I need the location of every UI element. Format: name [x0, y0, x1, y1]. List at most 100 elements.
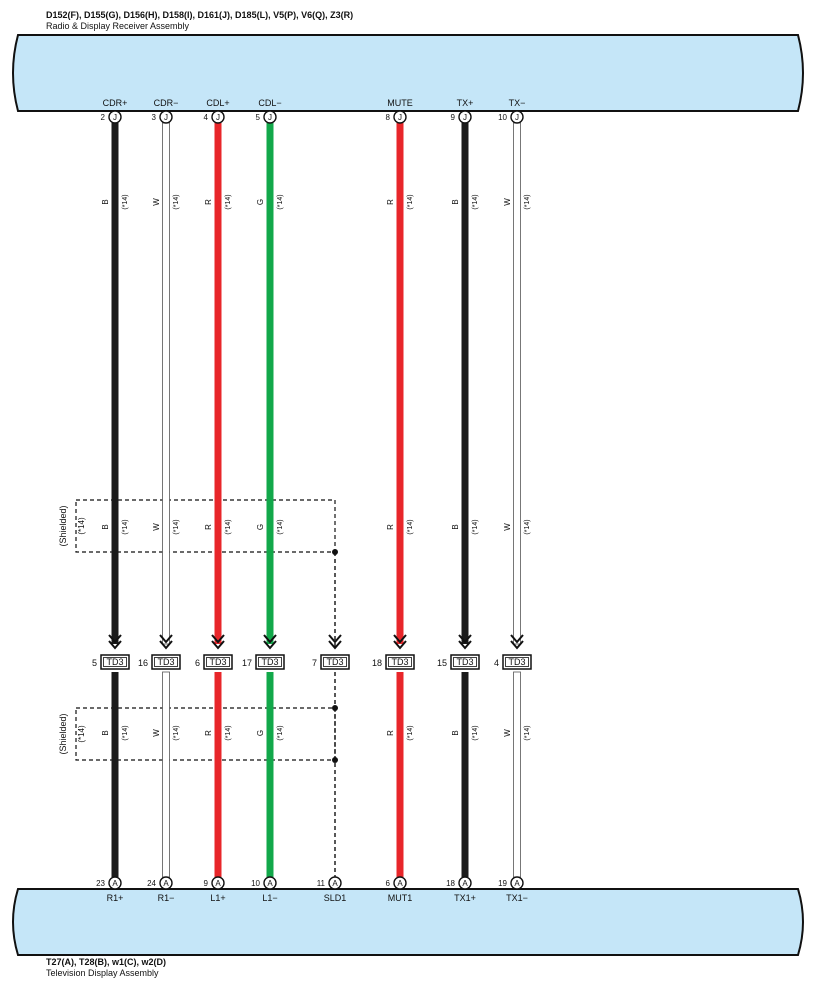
bottom-pin-number: 23 — [96, 879, 105, 888]
wire-color-label: R — [386, 199, 395, 205]
wire-gauge-label: (*14) — [472, 725, 479, 740]
wire-r — [396, 123, 404, 644]
wire-gauge-label: (*14) — [277, 519, 284, 534]
wire-gauge-label: (*14) — [277, 194, 284, 209]
junction-label: TD3 — [209, 657, 226, 667]
wire-color-label: W — [152, 523, 161, 531]
wire-b — [111, 672, 119, 877]
top-signal-label: TX− — [509, 98, 526, 108]
bottom-connector-pin — [458, 876, 472, 890]
shield-label: (Shielded) — [58, 713, 68, 754]
bottom-signal-label: R1− — [158, 893, 175, 903]
junction-box-inner — [206, 657, 230, 667]
bottom-connector-letter: A — [215, 879, 221, 888]
wire-w — [162, 671, 170, 878]
junction-pin-number: 7 — [312, 658, 317, 668]
bottom-signal-label: L1− — [262, 893, 277, 903]
shield-gauge-label: (*14) — [77, 517, 86, 535]
bottom-pin-number: 10 — [251, 879, 260, 888]
wire-gauge-label: (*14) — [524, 725, 531, 740]
bottom-connector-pin — [328, 876, 342, 890]
wire-gauge-label: (*14) — [524, 194, 531, 209]
junction-pin-number: 16 — [138, 658, 148, 668]
bottom-connector-letter: A — [332, 879, 338, 888]
junction-box-inner — [103, 657, 127, 667]
junction-arrow-icon — [393, 640, 407, 650]
wire-gauge-label: (*14) — [472, 194, 479, 209]
junction-pin-number: 4 — [494, 658, 499, 668]
junction-label: TD3 — [106, 657, 123, 667]
shield-label: (Shielded) — [58, 505, 68, 546]
junction-pin-number: 5 — [92, 658, 97, 668]
wire-gauge-label: (*14) — [472, 519, 479, 534]
wire-color-label: B — [101, 524, 110, 529]
junction-arrow-icon — [458, 634, 472, 644]
bottom-pin-number: 11 — [317, 879, 326, 888]
junction-box — [203, 654, 233, 670]
junction-label: TD3 — [157, 657, 174, 667]
bottom-connector-pin — [263, 876, 277, 890]
wire-gauge-label: (*14) — [122, 519, 129, 534]
wire-b — [461, 123, 469, 644]
wire-color-label: G — [256, 730, 265, 736]
top-pin-number: 4 — [204, 113, 209, 122]
junction-arrow-icon — [108, 634, 122, 644]
bottom-connector-letter: A — [397, 879, 403, 888]
junction-box-inner — [154, 657, 178, 667]
junction-arrow-icon — [458, 640, 472, 650]
top-signal-label: CDR+ — [103, 98, 128, 108]
wire-color-label: R — [204, 524, 213, 530]
junction-box — [151, 654, 181, 670]
junction-arrow-icon — [328, 634, 342, 644]
wire-g — [266, 123, 274, 644]
junction-label: TD3 — [391, 657, 408, 667]
junction-box-inner — [258, 657, 282, 667]
wire-color-label: W — [503, 729, 512, 737]
top-connector-pin — [211, 110, 225, 124]
bottom-signal-label: TX1+ — [454, 893, 476, 903]
bottom-connector-letter: A — [462, 879, 468, 888]
wire-gauge-label: (*14) — [122, 194, 129, 209]
wire-color-label: W — [152, 198, 161, 206]
bottom-signal-label: TX1− — [506, 893, 528, 903]
top-assembly-connectors: D152(F), D155(G), D156(H), D158(I), D161… — [46, 10, 354, 20]
top-connector-letter: J — [164, 113, 168, 122]
wire-g — [266, 672, 274, 877]
top-connector-letter: J — [216, 113, 220, 122]
top-connector-pin — [458, 110, 472, 124]
top-signal-label: CDR− — [154, 98, 179, 108]
wire-color-label: G — [256, 199, 265, 205]
bottom-pin-number: 24 — [147, 879, 156, 888]
bottom-connector-pin — [510, 876, 524, 890]
bottom-signal-label: R1+ — [107, 893, 124, 903]
wire-color-label: B — [451, 524, 460, 529]
wire-gauge-label: (*14) — [407, 519, 414, 534]
wire-color-label: B — [451, 199, 460, 204]
bottom-pin-number: 18 — [446, 879, 455, 888]
bottom-connector-letter: A — [267, 879, 273, 888]
junction-label: TD3 — [261, 657, 278, 667]
bottom-pin-number: 19 — [498, 879, 507, 888]
bottom-assembly-band — [12, 888, 804, 956]
bottom-connector-letter: A — [514, 879, 520, 888]
bottom-connector-pin — [393, 876, 407, 890]
wire-r — [214, 123, 222, 644]
shield-box — [75, 499, 336, 553]
junction-arrow-icon — [159, 640, 173, 650]
top-connector-pin — [108, 110, 122, 124]
wire-color-label: G — [256, 524, 265, 530]
top-assembly-name: Radio & Display Receiver Assembly — [46, 21, 190, 31]
bottom-connector-pin — [159, 876, 173, 890]
wire-r — [396, 672, 404, 877]
top-connector-letter: J — [463, 113, 467, 122]
wire-gauge-label: (*14) — [225, 725, 232, 740]
bottom-signal-label: SLD1 — [324, 893, 347, 903]
junction-box — [385, 654, 415, 670]
junction-box-inner — [505, 657, 529, 667]
wire-gauge-label: (*14) — [173, 725, 180, 740]
junction-arrow-icon — [159, 634, 173, 644]
wire-w — [513, 122, 521, 645]
shield-box — [75, 707, 336, 761]
bottom-pin-number: 6 — [386, 879, 391, 888]
top-pin-number: 5 — [256, 113, 261, 122]
